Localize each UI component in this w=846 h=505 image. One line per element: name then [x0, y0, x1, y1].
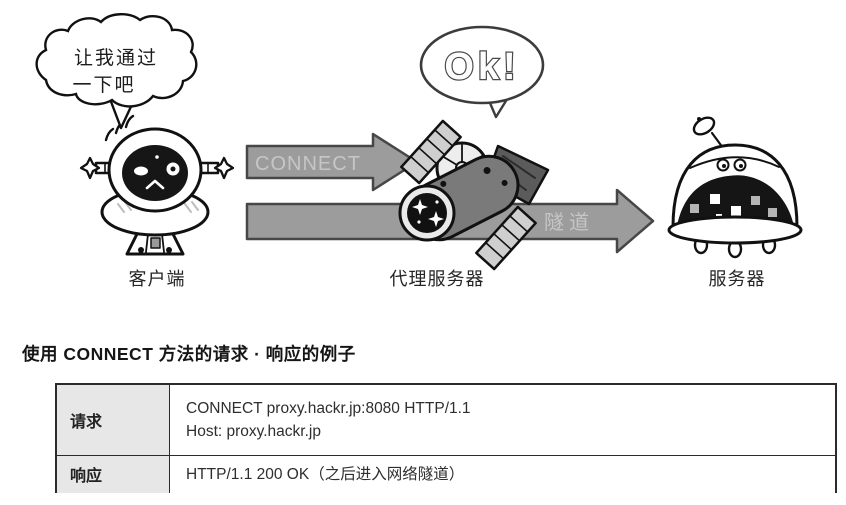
- client-robot-illustration: [79, 114, 235, 256]
- client-bubble-line2: 一下吧: [72, 75, 135, 96]
- request-response-table: 请求 CONNECT proxy.hackr.jp:8080 HTTP/1.1 …: [55, 383, 837, 493]
- response-line-1: HTTP/1.1 200 OK（之后进入网络隧道）: [186, 465, 465, 483]
- request-row-content: CONNECT proxy.hackr.jp:8080 HTTP/1.1 Hos…: [170, 385, 835, 455]
- connect-arrow-label: CONNECT: [255, 153, 361, 175]
- section-heading: 使用 CONNECT 方法的请求 · 响应的例子: [22, 344, 356, 364]
- proxy-bubble-text: Ok!: [444, 46, 519, 88]
- connect-method-diagram: 隧道 CONNECT: [35, 13, 803, 289]
- request-line-1: CONNECT proxy.hackr.jp:8080 HTTP/1.1: [186, 399, 471, 417]
- client-speech-bubble: 让我通过 一下吧: [35, 13, 198, 130]
- request-line-2: Host: proxy.hackr.jp: [186, 423, 321, 440]
- proxy-speech-bubble: Ok!: [419, 25, 545, 119]
- table-row-response: 响应 HTTP/1.1 200 OK（之后进入网络隧道）: [57, 456, 835, 493]
- request-row-header: 请求: [57, 385, 170, 455]
- response-row-content: HTTP/1.1 200 OK（之后进入网络隧道）: [170, 456, 835, 493]
- proxy-label: 代理服务器: [390, 269, 485, 289]
- table-row-request: 请求 CONNECT proxy.hackr.jp:8080 HTTP/1.1 …: [57, 385, 835, 456]
- tunnel-arrow-label: 隧道: [544, 211, 594, 234]
- server-label: 服务器: [709, 269, 766, 289]
- client-bubble-line1: 让我通过: [74, 47, 158, 69]
- response-row-header: 响应: [57, 456, 170, 493]
- server-ufo-illustration: [667, 116, 803, 259]
- client-label: 客户端: [129, 269, 186, 289]
- proxy-satellite-illustration: [398, 119, 550, 271]
- connect-arrow: CONNECT: [245, 132, 419, 192]
